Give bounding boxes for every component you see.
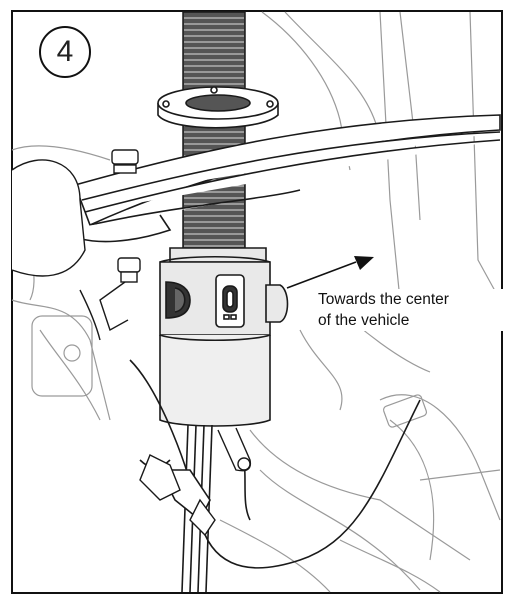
- leaf-spring-arm: [59, 114, 501, 243]
- threaded-rod: [182, 11, 246, 253]
- sensor-body: [159, 247, 289, 427]
- callout-line-1: Towards the center: [318, 291, 449, 308]
- direction-arrow: [286, 256, 374, 289]
- mounting-flange: [157, 86, 279, 129]
- lower-bracket: [139, 427, 252, 537]
- step-circle: [39, 26, 91, 78]
- left-bracket: [11, 149, 141, 341]
- step-number: 4: [56, 35, 74, 68]
- callout-line-2: of the vehicle: [318, 312, 410, 329]
- direction-callout: Towards the center of the vehicle: [318, 289, 512, 331]
